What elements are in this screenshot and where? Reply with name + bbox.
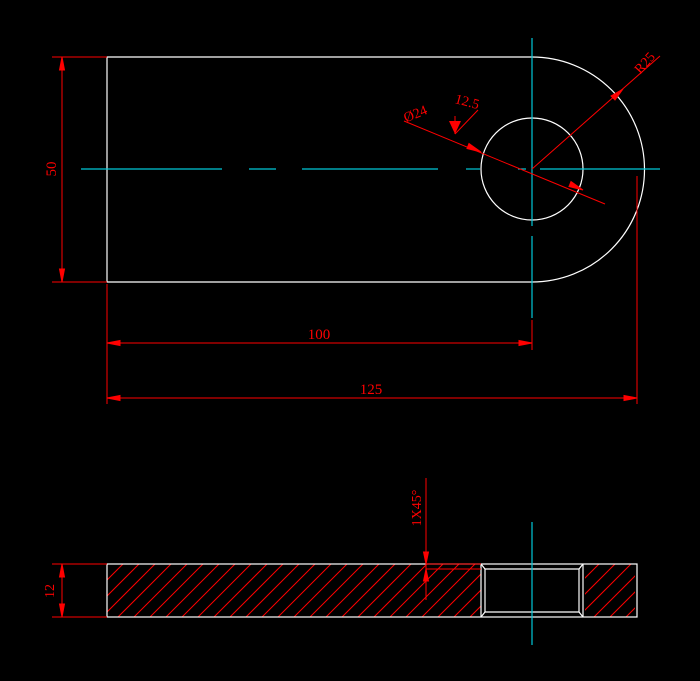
hatch-line [658, 564, 700, 617]
hatch-line [181, 564, 236, 617]
dim-thickness [52, 563, 107, 618]
dim-length-to-center [106, 339, 533, 347]
hatch-line [593, 575, 635, 617]
dim-radius-label: R25 [632, 50, 659, 77]
hatch-line [405, 564, 460, 617]
hatch-line [341, 564, 396, 617]
dim-height-label: 50 [44, 162, 60, 177]
dim-chamfer [422, 478, 481, 600]
hatch-line [674, 564, 700, 617]
hatch-line [585, 564, 600, 579]
hatch-line [245, 564, 300, 617]
hatch-line [107, 564, 156, 613]
hatch-line [149, 564, 204, 617]
hatch-line [117, 564, 172, 617]
dim-length-to-center-label: 100 [308, 327, 331, 343]
hatch-line [609, 591, 635, 617]
hatch-line [502, 564, 555, 617]
hatch-line [518, 564, 571, 617]
hatch-line [642, 564, 695, 617]
section-outline [106, 563, 638, 618]
hatch-line [585, 564, 632, 611]
dim-hole-diameter [403, 120, 606, 205]
hatch-line [690, 564, 700, 617]
hatch-line [421, 564, 476, 617]
hatch-line [133, 564, 188, 617]
hatch-line [229, 564, 284, 617]
hatch-line [389, 564, 444, 617]
hatch-line [197, 564, 252, 617]
dim-hole-offset [449, 109, 479, 135]
hatch-line [530, 564, 583, 617]
dim-overall-length-label: 125 [360, 382, 383, 398]
hatch-line [309, 564, 364, 617]
hatch-line [373, 564, 428, 617]
hatch-line [469, 605, 481, 617]
hatch-line [625, 607, 635, 617]
hatch-line [165, 564, 220, 617]
dim-thickness-label: 12 [43, 584, 58, 598]
dim-radius [531, 55, 661, 170]
section-hatch-left [107, 564, 571, 617]
hatch-line [293, 564, 348, 617]
dim-overall-length [106, 394, 638, 402]
hatch-line [277, 564, 332, 617]
part-outline [106, 56, 646, 283]
hatch-line [213, 564, 268, 617]
dim-height [52, 56, 107, 283]
hatch-line [357, 564, 412, 617]
center-lines [81, 38, 660, 318]
dim-hole-offset-label: 12.5 [453, 92, 481, 113]
hatch-line [325, 564, 380, 617]
section-hatch-right [530, 564, 700, 617]
hatch-line [107, 564, 124, 581]
plan-view: 50 100 125 [44, 38, 661, 404]
dim-chamfer-label: 1X45° [410, 490, 425, 527]
hatch-line [437, 573, 481, 617]
dim-extension-lines [106, 176, 638, 404]
hatch-line [486, 564, 539, 617]
hatch-line [261, 564, 316, 617]
hatch-line [585, 564, 616, 595]
dim-hole-diameter-label: Ø24 [402, 103, 430, 126]
hatch-line [107, 564, 140, 597]
section-view: 12 1X45° [43, 478, 700, 645]
